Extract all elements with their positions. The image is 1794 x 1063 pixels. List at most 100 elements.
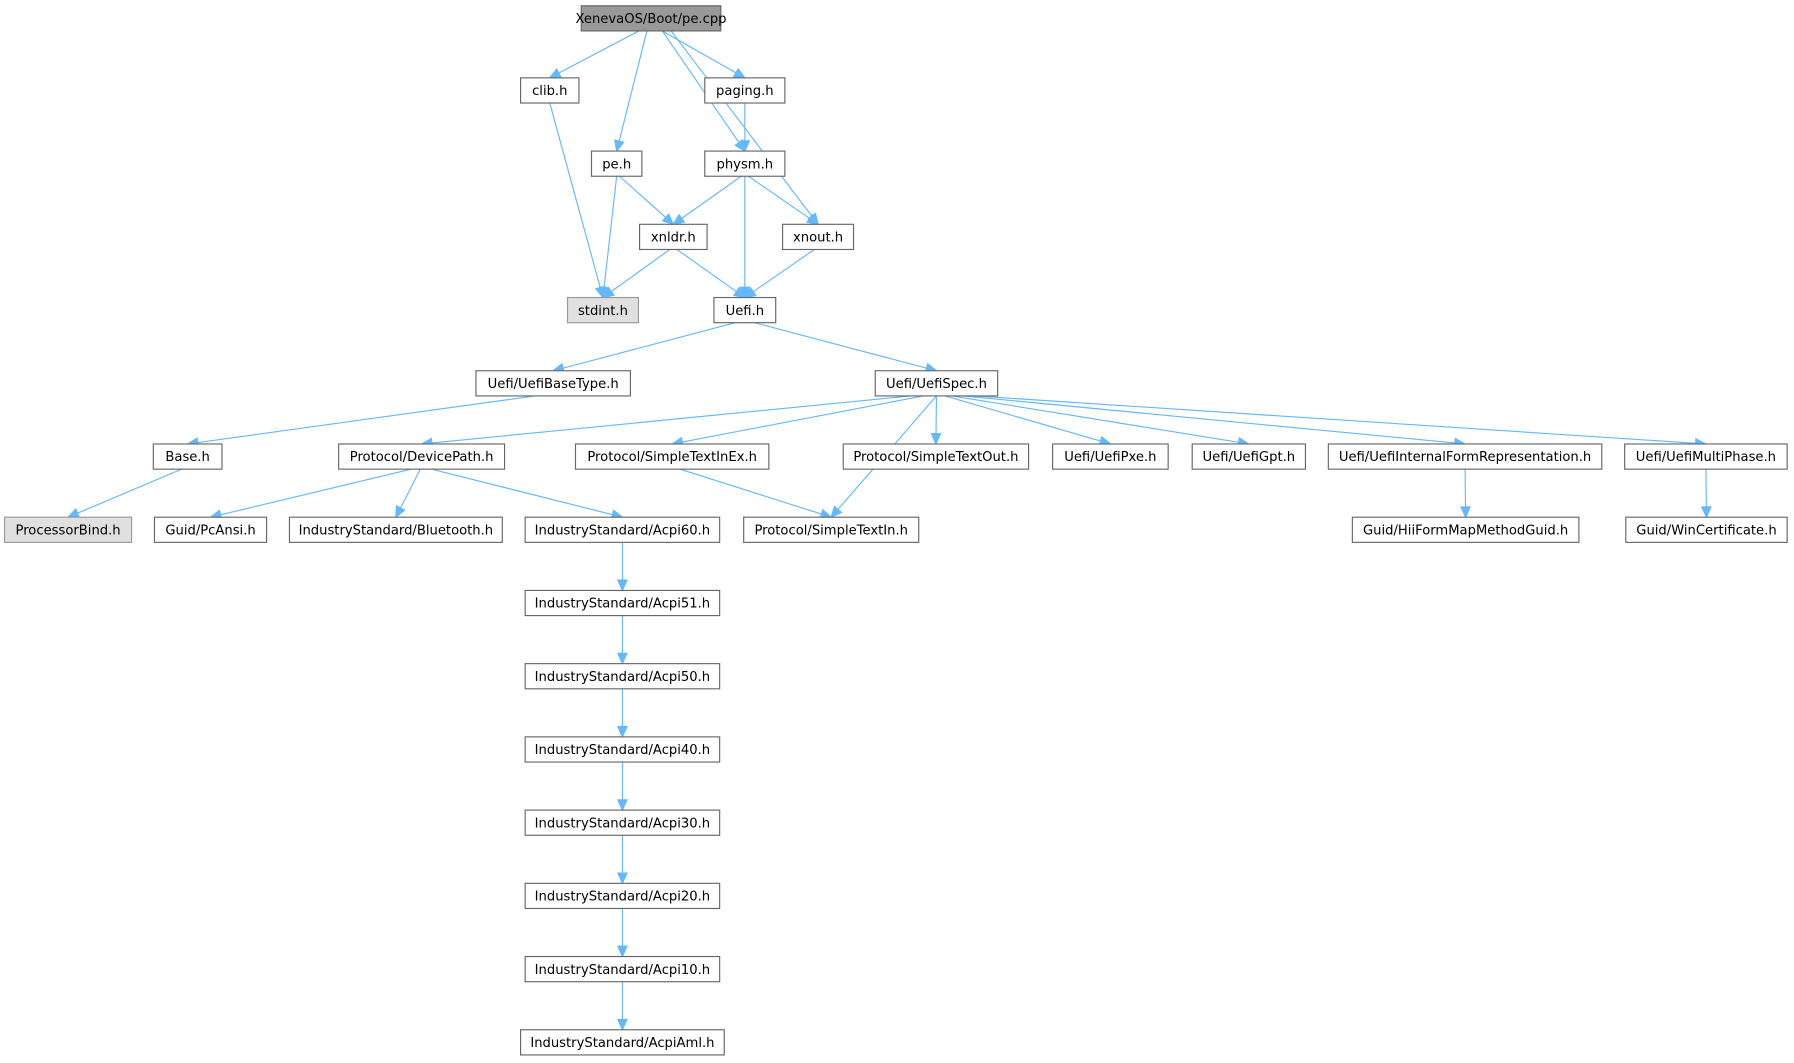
node-box <box>574 443 770 470</box>
node-acpi60[interactable]: IndustryStandard/Acpi60.h <box>524 516 721 543</box>
edge-line <box>661 30 740 143</box>
node-box <box>524 589 721 617</box>
arrowhead-icon <box>548 67 562 79</box>
edges <box>66 30 1712 1032</box>
node-procbind[interactable]: ProcessorBind.h <box>4 516 133 543</box>
node-uefi[interactable]: Uefi.h <box>713 296 777 324</box>
edge-xnout-to-uefi <box>743 249 815 299</box>
node-sti[interactable]: Protocol/SimpleTextIn.h <box>743 516 920 543</box>
node-acpi50[interactable]: IndustryStandard/Acpi50.h <box>524 663 721 690</box>
node-label: Guid/PcAnsi.h <box>165 523 255 538</box>
edge-line <box>951 395 1239 443</box>
node-box <box>782 223 855 251</box>
node-box <box>524 663 721 690</box>
node-label: Protocol/DevicePath.h <box>350 450 494 465</box>
node-box <box>1625 516 1788 543</box>
node-box <box>743 516 920 543</box>
edge-root-to-paging <box>661 30 747 79</box>
edge-acpi10-to-acpiaml <box>616 981 628 1032</box>
node-label: paging.h <box>716 84 774 99</box>
node-label: Protocol/SimpleTextIn.h <box>754 523 908 538</box>
edge-line <box>431 395 911 444</box>
node-uefispec[interactable]: Uefi/UefiSpec.h <box>874 370 999 397</box>
node-devicepath[interactable]: Protocol/DevicePath.h <box>338 443 506 470</box>
node-label: IndustryStandard/AcpiAml.h <box>530 1036 714 1051</box>
node-label: ProcessorBind.h <box>16 523 121 538</box>
node-hiiform[interactable]: Guid/HiiFormMapMethodGuid.h <box>1351 516 1580 543</box>
node-paging[interactable]: paging.h <box>704 77 786 104</box>
edge-acpi50-to-acpi40 <box>616 688 628 739</box>
edge-physm-to-xnout <box>748 175 820 226</box>
node-ifr[interactable]: Uefi/UefiInternalFormRepresentation.h <box>1327 443 1603 470</box>
node-clib[interactable]: clib.h <box>520 77 580 104</box>
node-box <box>152 443 223 470</box>
node-box <box>704 77 786 104</box>
node-label: IndustryStandard/Acpi30.h <box>535 816 710 831</box>
edge-line <box>945 395 1101 442</box>
node-sto[interactable]: Protocol/SimpleTextOut.h <box>842 443 1030 470</box>
edge-uefispec-to-sto <box>930 395 942 446</box>
edge-line <box>681 175 742 219</box>
arrowhead-icon <box>830 505 843 519</box>
node-xnout[interactable]: xnout.h <box>782 223 855 251</box>
edge-devicepath-to-acpi60 <box>431 468 624 520</box>
arrowhead-icon <box>806 213 820 226</box>
node-acpi20[interactable]: IndustryStandard/Acpi20.h <box>524 882 721 910</box>
node-bluetooth[interactable]: IndustryStandard/Bluetooth.h <box>288 516 503 543</box>
node-stie[interactable]: Protocol/SimpleTextInEx.h <box>574 443 770 470</box>
edge-basetype-to-base <box>186 395 535 448</box>
node-acpi10[interactable]: IndustryStandard/Acpi10.h <box>524 955 721 983</box>
edge-line <box>220 468 412 516</box>
arrowhead-icon <box>1460 506 1471 519</box>
node-label: Uefi.h <box>726 304 765 319</box>
node-root[interactable]: XenevaOS/Boot/pe.cpp <box>575 5 727 32</box>
edge-line <box>752 249 815 293</box>
node-acpiaml[interactable]: IndustryStandard/AcpiAml.h <box>520 1029 725 1056</box>
node-box <box>4 516 133 543</box>
node-label: IndustryStandard/Acpi51.h <box>535 597 710 612</box>
edge-line <box>676 249 737 293</box>
node-label: Protocol/SimpleTextOut.h <box>853 450 1018 465</box>
node-acpi51[interactable]: IndustryStandard/Acpi51.h <box>524 589 721 617</box>
edge-acpi51-to-acpi50 <box>616 615 628 666</box>
node-xnldr[interactable]: xnldr.h <box>638 223 708 251</box>
node-gpt[interactable]: Uefi/UefiGpt.h <box>1191 443 1307 470</box>
node-box <box>524 882 721 910</box>
node-label: Uefi/UefiGpt.h <box>1203 450 1296 465</box>
arrowhead-icon <box>66 507 81 518</box>
node-label: physm.h <box>717 157 774 172</box>
node-wincert[interactable]: Guid/WinCertificate.h <box>1625 516 1788 543</box>
node-physm[interactable]: physm.h <box>704 150 786 177</box>
node-label: clib.h <box>532 84 567 99</box>
node-pcansi[interactable]: Guid/PcAnsi.h <box>153 516 268 543</box>
node-pe[interactable]: pe.h <box>590 150 643 177</box>
edge-uefispec-to-devicepath <box>420 395 911 449</box>
edge-ifr-to-hiiform <box>1460 469 1471 519</box>
edge-pe-to-stdint <box>598 176 618 299</box>
edge-line <box>603 176 618 288</box>
edge-line <box>754 322 927 369</box>
edge-root-to-pe <box>614 30 648 153</box>
edge-xnldr-to-stdint <box>601 249 671 299</box>
arrowhead-icon <box>616 726 628 739</box>
edge-acpi30-to-acpi20 <box>616 835 628 885</box>
node-label: Uefi/UefiBaseType.h <box>488 377 619 392</box>
node-box <box>566 296 639 324</box>
edge-line <box>974 395 1696 444</box>
edge-root-to-clib <box>548 30 640 79</box>
arrowhead-icon <box>616 652 628 666</box>
node-base[interactable]: Base.h <box>152 443 223 470</box>
node-box <box>842 443 1030 470</box>
node-basetype[interactable]: Uefi/UefiBaseType.h <box>475 370 631 397</box>
node-box <box>1624 443 1788 470</box>
node-box <box>520 77 580 104</box>
node-acpi40[interactable]: IndustryStandard/Acpi40.h <box>524 736 721 763</box>
arrowhead-icon <box>1700 506 1712 519</box>
node-label: stdint.h <box>578 304 628 319</box>
node-acpi30[interactable]: IndustryStandard/Acpi30.h <box>524 809 721 836</box>
edge-line <box>549 102 601 288</box>
node-stdint[interactable]: stdint.h <box>566 296 639 324</box>
node-pxe[interactable]: Uefi/UefiPxe.h <box>1052 443 1169 470</box>
node-multiphase[interactable]: Uefi/UefiMultiPhase.h <box>1624 443 1788 470</box>
